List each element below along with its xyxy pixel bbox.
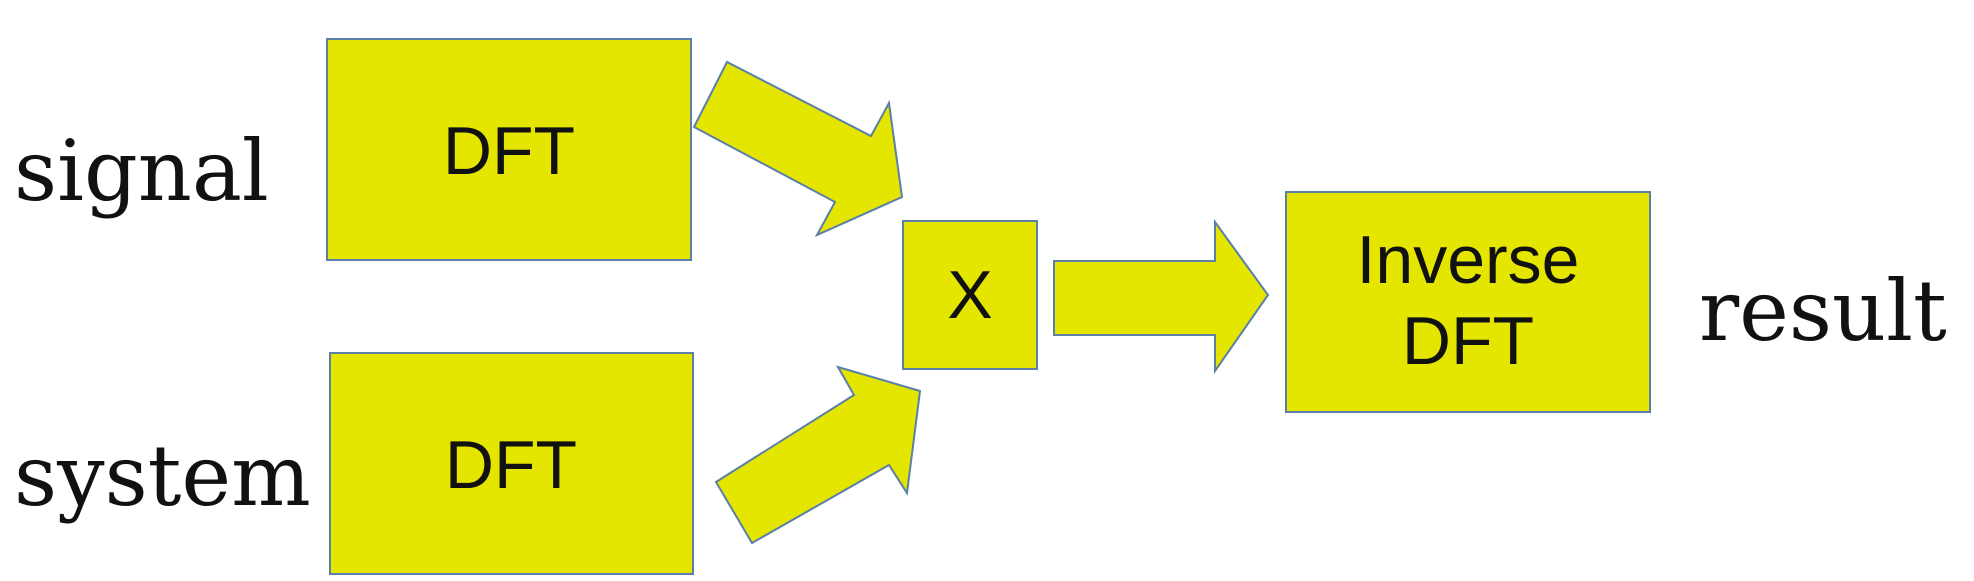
inverse-dft-label-line1: Inverse (1357, 222, 1580, 298)
system-label: system (14, 427, 311, 525)
arrow-multiply-to-inverse (1053, 218, 1270, 375)
multiply-box-label: X (947, 257, 992, 333)
dft-box-top (326, 38, 692, 261)
dft-box-bottom-label: DFT (445, 427, 577, 503)
signal-label: signal (14, 122, 269, 220)
inverse-dft-box (1285, 191, 1651, 413)
dft-box-top-label: DFT (443, 113, 575, 189)
multiply-box (902, 220, 1038, 370)
inverse-dft-label-line2: DFT (1402, 303, 1534, 379)
arrow-top-to-multiply (692, 60, 904, 238)
dft-box-bottom (329, 352, 694, 575)
result-label: result (1699, 262, 1947, 360)
arrow-bottom-to-multiply (714, 365, 922, 545)
